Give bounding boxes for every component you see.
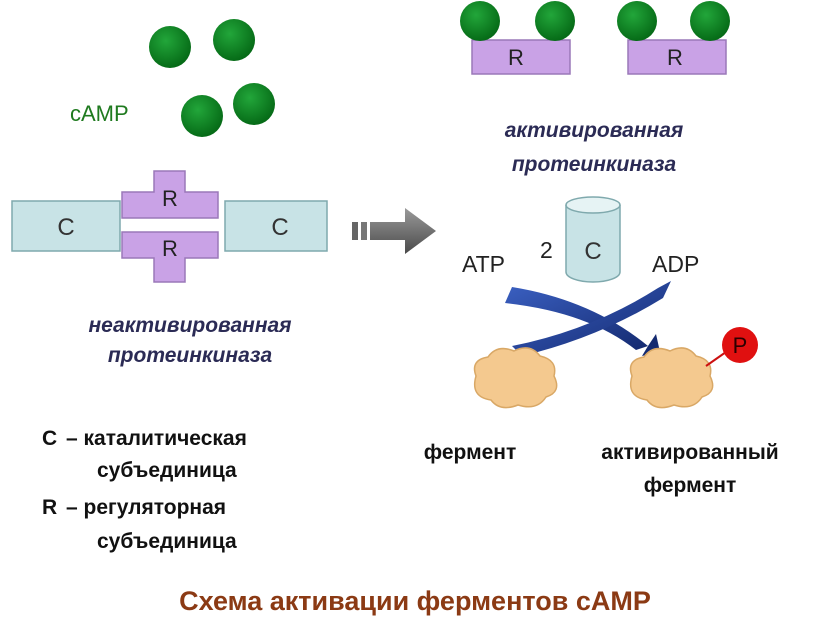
regulatory-letter: R (508, 45, 524, 70)
activated-enzyme: P активированный фермент (601, 327, 779, 497)
camp-ball (233, 83, 275, 125)
right-arrow-icon (370, 208, 436, 254)
camp-ball (460, 1, 500, 41)
regulatory-subunit-top (121, 170, 219, 219)
active-label-line2: протеинкиназа (512, 153, 677, 176)
inactive-label-line2: протеинкиназа (108, 344, 273, 367)
atp-count: 2 (540, 237, 553, 263)
regulatory-subunit-bottom (121, 231, 219, 283)
catalytic-cylinder (565, 205, 621, 283)
legend-line-r1: – регуляторная (66, 496, 226, 519)
legend-line-c1: – каталитическая (66, 427, 247, 450)
activated-enzyme-label-line1: активированный (601, 441, 778, 464)
free-catalytic-subunit: C (565, 196, 621, 283)
camp-ball (181, 95, 223, 137)
catalytic-subunit-right (224, 200, 328, 252)
regulatory-letter: R (162, 186, 178, 211)
phosphate-ball (722, 327, 758, 363)
transition-arrow (352, 208, 436, 254)
phosphorylation-reaction: ATP 2 ADP (462, 237, 699, 356)
camp-ball (535, 1, 575, 41)
camp-ball (149, 26, 191, 68)
arrow-stripe (361, 222, 367, 240)
regulatory-subunit (627, 39, 727, 75)
adp-label: ADP (652, 251, 699, 277)
legend-line-r2: субъединица (97, 530, 237, 553)
phosphate-letter: P (733, 333, 748, 358)
camp-label: cAMP (70, 101, 129, 126)
catalytic-subunit-left (11, 200, 121, 252)
activated-enzyme-label-line2: фермент (644, 474, 737, 497)
catalytic-letter: C (271, 214, 288, 241)
phosphate-bond (705, 351, 727, 367)
legend-letter-c: C (42, 427, 57, 450)
reaction-arrow-icon (512, 281, 671, 356)
catalytic-letter: C (57, 214, 74, 241)
atp-label: ATP (462, 251, 505, 277)
diagram-title: Схема активации ферментов сАМР (179, 586, 651, 616)
legend-line-c2: субъединица (97, 459, 237, 482)
legend: C – каталитическая субъединица R – регул… (42, 427, 247, 553)
catalytic-cylinder-top (565, 196, 621, 214)
reaction-arrow-icon (505, 287, 648, 350)
enzyme-label: фермент (424, 441, 517, 464)
legend-letter-r: R (42, 496, 57, 519)
enzyme-blob (473, 347, 558, 409)
free-camp-molecules: cAMP (70, 19, 275, 137)
regulatory-letter: R (162, 236, 178, 261)
camp-ball (213, 19, 255, 61)
activated-regulatory-complexes: R R активированная протеинкиназа (460, 1, 730, 176)
catalytic-letter: C (584, 238, 601, 265)
enzyme-blob (629, 347, 714, 409)
substrate-enzyme: фермент (424, 347, 558, 464)
camp-ball (617, 1, 657, 41)
regulatory-subunit (471, 39, 571, 75)
inactive-label-line1: неактивированная (88, 314, 291, 337)
inactive-protein-kinase: C C R R неактивированная протеинкиназа (11, 170, 328, 367)
regulatory-letter: R (667, 45, 683, 70)
arrow-stripe (352, 222, 358, 240)
camp-ball (690, 1, 730, 41)
active-label-line1: активированная (505, 119, 684, 142)
